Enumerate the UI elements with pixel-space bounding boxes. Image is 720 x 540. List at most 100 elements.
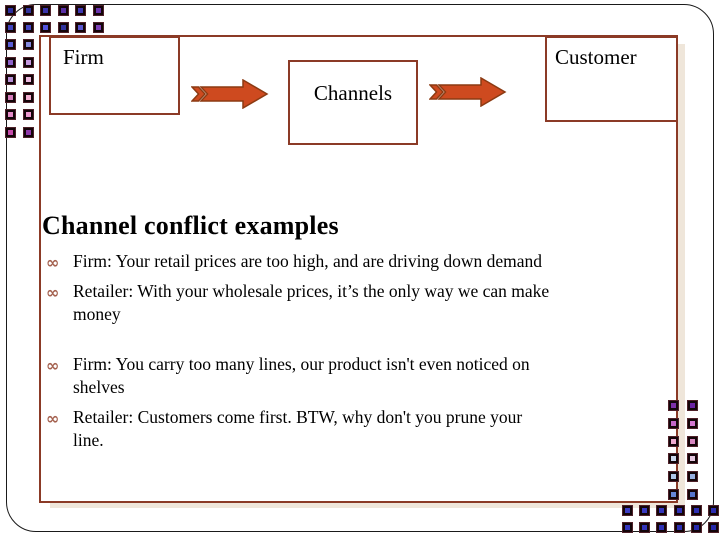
decor-square-center: [642, 525, 648, 530]
decor-square: [5, 74, 16, 86]
decor-square-center: [659, 508, 665, 513]
decor-square: [5, 91, 16, 103]
decor-square: [708, 505, 719, 516]
decor-square-center: [689, 474, 695, 480]
decor-square-center: [671, 403, 676, 408]
decor-square: [5, 5, 16, 16]
decor-square: [622, 505, 633, 516]
firm-label: Firm: [63, 45, 104, 69]
decor-square: [22, 22, 34, 33]
decor-square: [668, 417, 679, 429]
decor-square: [5, 56, 16, 68]
decor-square: [668, 453, 679, 465]
decor-square-center: [8, 94, 13, 100]
decor-square: [5, 22, 16, 33]
firm-box: Firm: [49, 36, 180, 115]
decor-square-center: [676, 508, 682, 513]
decor-square: [686, 489, 698, 500]
decor-square-center: [25, 8, 31, 13]
bullet-line: Firm: Your retail prices are too high, a…: [73, 251, 542, 271]
decor-square-center: [671, 456, 676, 462]
decor-square-center: [8, 130, 13, 135]
decor-square-center: [8, 42, 13, 47]
decor-square-center: [60, 8, 66, 13]
decor-square-center: [625, 525, 630, 530]
decor-square-center: [25, 77, 31, 83]
decor-square-center: [95, 25, 101, 30]
decor-square: [673, 522, 685, 533]
decor-square: [668, 400, 679, 411]
arrow-right-icon: [429, 77, 507, 107]
decor-square: [686, 400, 698, 411]
decor-square: [686, 417, 698, 429]
decor-square-center: [676, 525, 682, 530]
bullet-line: Firm: You carry too many lines, our prod…: [73, 354, 530, 374]
decor-square-center: [671, 474, 676, 480]
decor-square-center: [78, 8, 83, 13]
decor-square-center: [60, 25, 66, 30]
slide-title: Channel conflict examples: [42, 211, 339, 240]
decor-square-center: [25, 59, 31, 65]
bullet-line: money: [73, 304, 121, 324]
decor-square: [75, 5, 86, 16]
double-loop-bullet-icon: ∞: [46, 253, 60, 272]
decor-square: [75, 22, 86, 33]
bullet-line: Retailer: With your wholesale prices, it…: [73, 281, 550, 301]
bullet-list: ∞ Firm: Your retail prices are too high,…: [46, 250, 630, 459]
decor-square: [22, 127, 34, 138]
decor-square: [686, 471, 698, 483]
decor-square: [5, 39, 16, 50]
decor-square: [40, 5, 51, 16]
decor-square-center: [642, 508, 648, 513]
decor-square-center: [711, 525, 716, 530]
double-loop-bullet-icon: ∞: [46, 409, 60, 428]
decor-square-center: [43, 25, 48, 30]
decor-square: [5, 109, 16, 121]
decor-square-center: [671, 420, 676, 426]
decor-square: [639, 505, 651, 516]
decor-square-center: [25, 112, 31, 118]
customer-label: Customer: [555, 45, 637, 69]
decor-square: [668, 471, 679, 483]
decor-square: [639, 522, 651, 533]
bullet-line: shelves: [73, 377, 125, 397]
bullet-group: ∞ Firm: You carry too many lines, our pr…: [46, 353, 630, 452]
decor-square: [22, 109, 34, 121]
decor-square-center: [8, 77, 13, 83]
decor-square-center: [43, 8, 48, 13]
decor-square: [686, 453, 698, 465]
decor-square-center: [689, 420, 695, 426]
decor-square: [690, 505, 702, 516]
decor-square: [622, 522, 633, 533]
decor-square-center: [8, 25, 13, 30]
decor-square: [40, 22, 51, 33]
decor-square: [22, 91, 34, 103]
channels-label: Channels: [313, 81, 393, 105]
decor-square-center: [25, 42, 31, 47]
decor-square: [57, 22, 69, 33]
bullet-item: ∞ Firm: You carry too many lines, our pr…: [46, 353, 630, 399]
decor-square-center: [25, 94, 31, 100]
decor-square-center: [689, 438, 695, 444]
decor-square: [656, 505, 668, 516]
decor-square-center: [689, 456, 695, 462]
decor-square-center: [689, 403, 695, 408]
decor-square-center: [659, 525, 665, 530]
double-loop-bullet-icon: ∞: [46, 283, 60, 302]
decor-square-center: [8, 8, 13, 13]
decor-square: [22, 56, 34, 68]
decor-square-center: [8, 112, 13, 118]
bullet-line: Retailer: Customers come first. BTW, why…: [73, 407, 523, 427]
decor-square-center: [78, 25, 83, 30]
decor-square: [673, 505, 685, 516]
decor-square-center: [711, 508, 716, 513]
decor-square: [57, 5, 69, 16]
decor-square: [22, 39, 34, 50]
decor-square: [92, 22, 104, 33]
customer-box: Customer: [545, 36, 678, 122]
decor-square-center: [625, 508, 630, 513]
decor-square: [92, 5, 104, 16]
bullet-line: line.: [73, 430, 104, 450]
bullet-item: ∞ Retailer: With your wholesale prices, …: [46, 280, 630, 326]
